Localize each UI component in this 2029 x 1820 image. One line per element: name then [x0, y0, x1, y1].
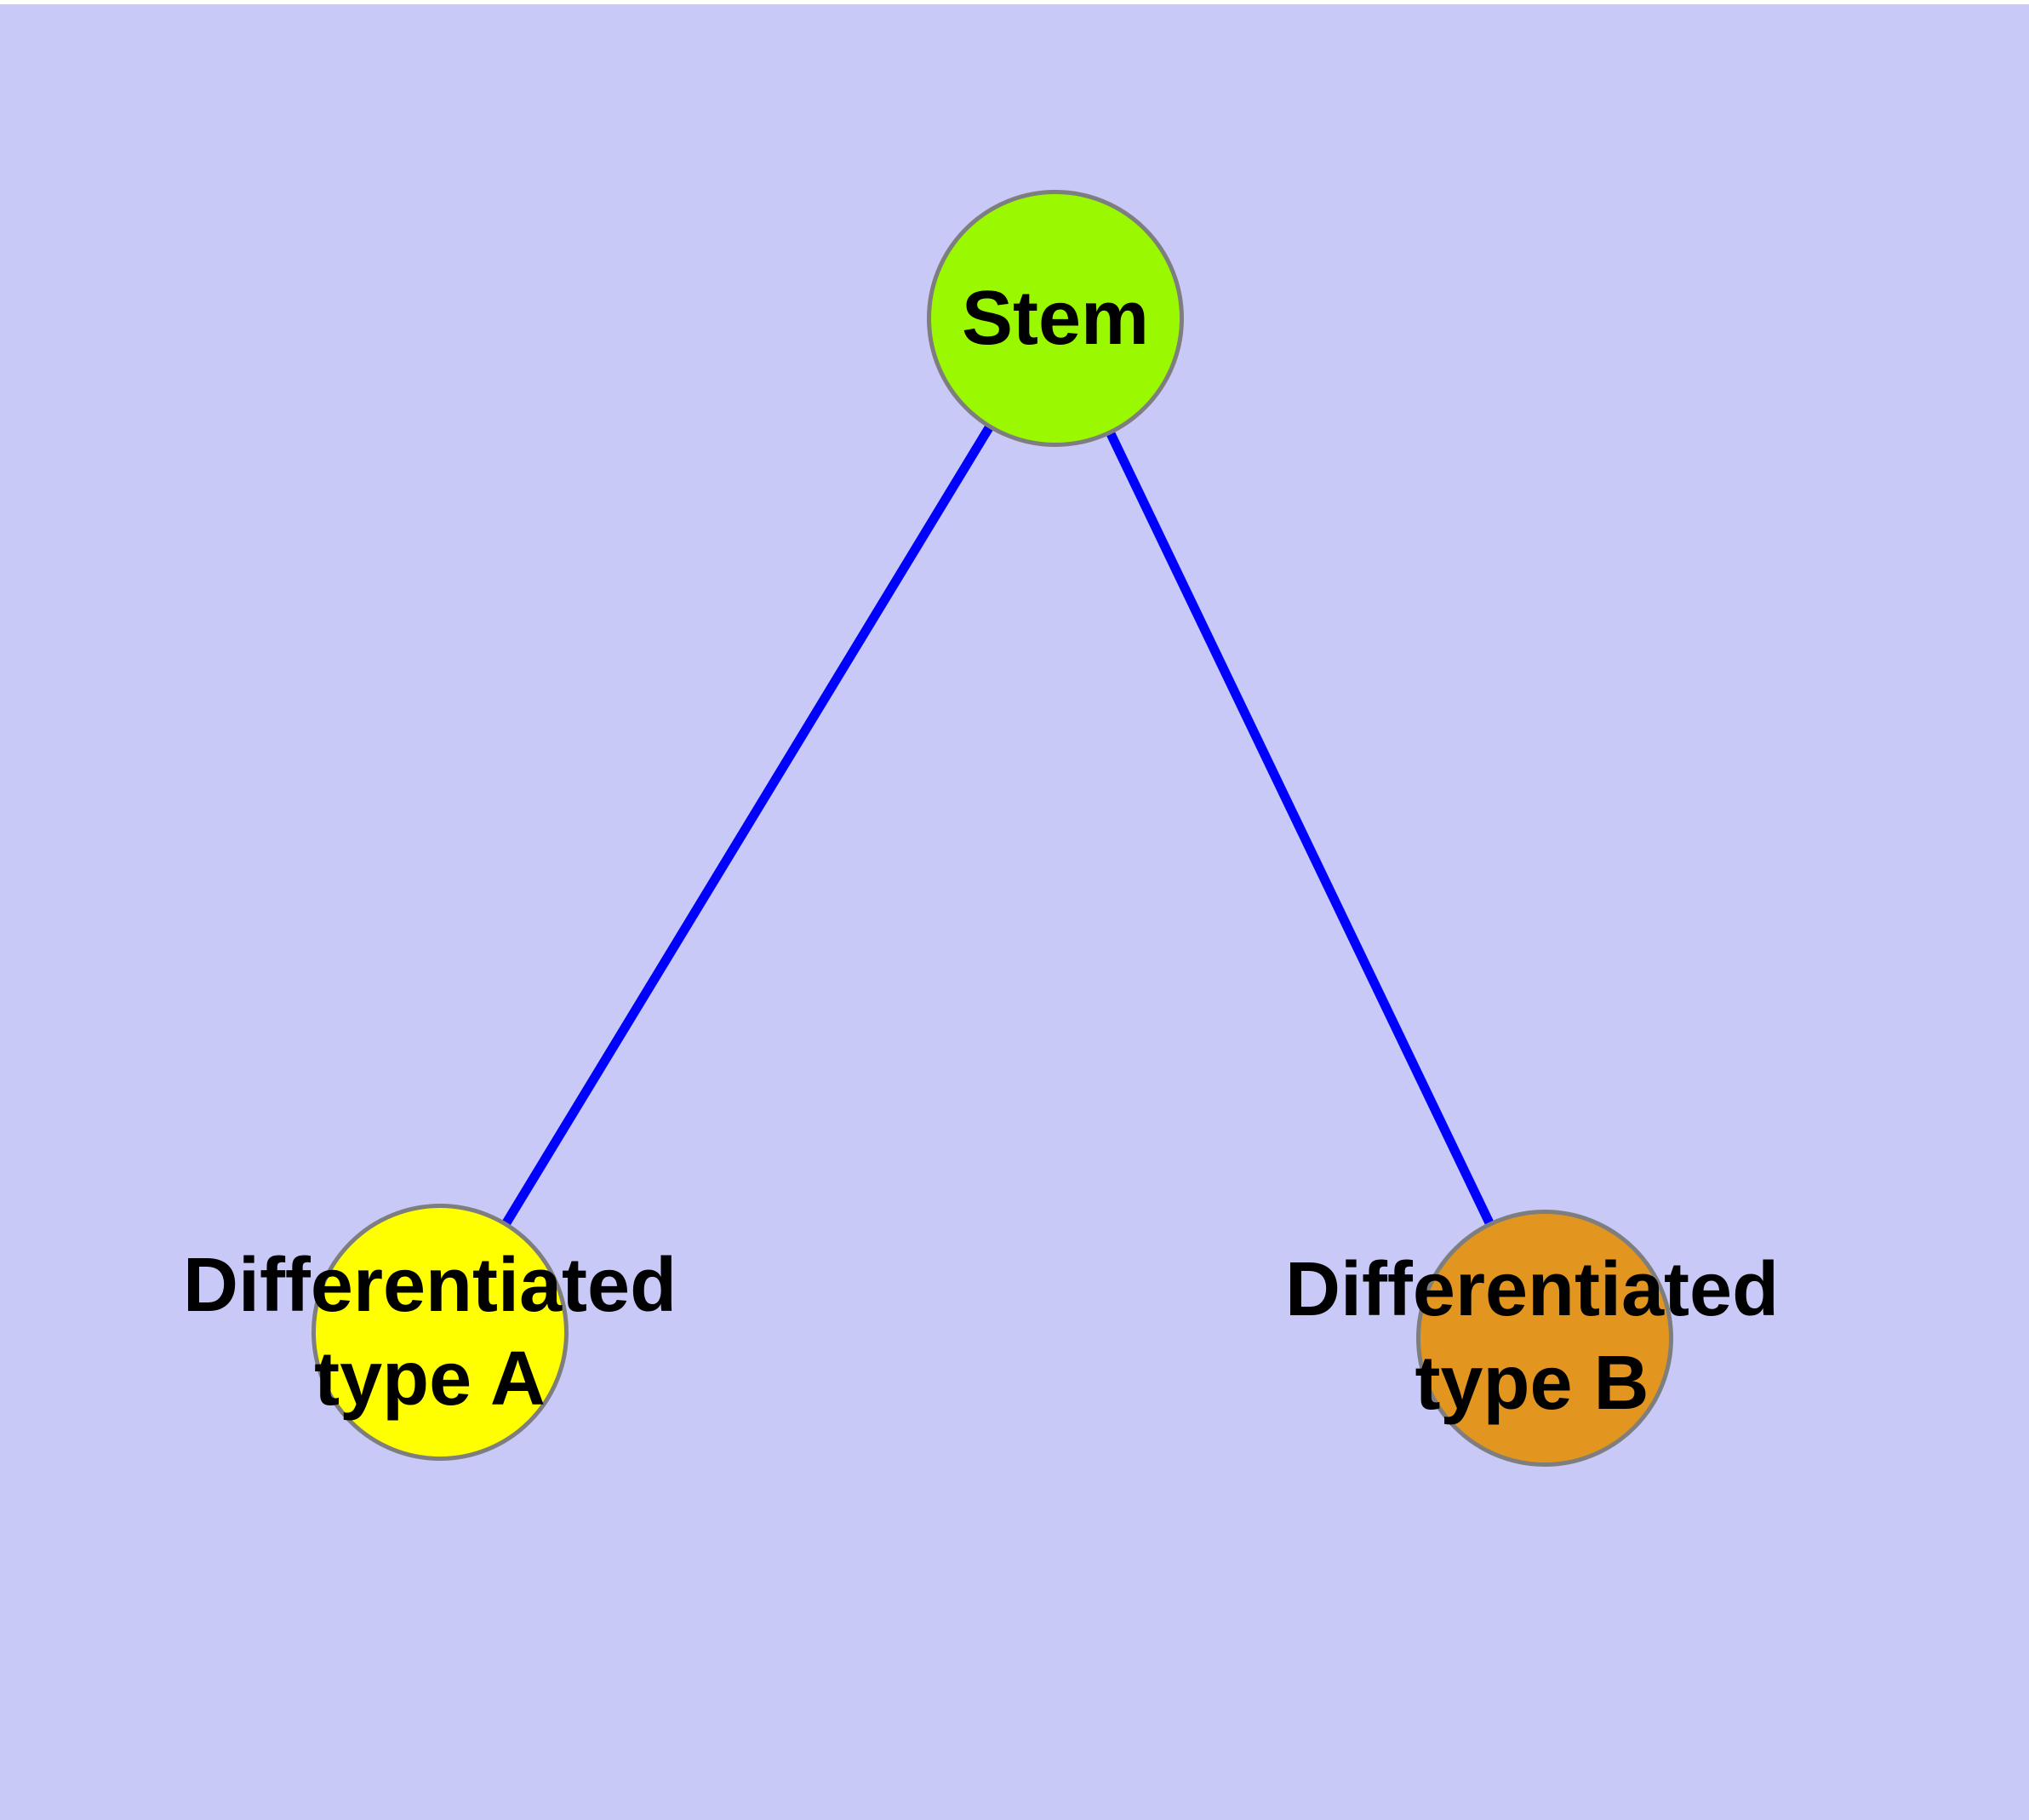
node-stem-label: Stem	[962, 272, 1149, 365]
node-type-a-label-line-1: Differentiated	[182, 1243, 677, 1328]
node-type-b-label: Differentiated type B	[1285, 1243, 1779, 1430]
edge-stem-to-type-b	[1051, 316, 1549, 1341]
node-stem	[927, 190, 1184, 447]
node-type-a-label-line-2: type A	[314, 1336, 546, 1422]
node-type-b	[1416, 1210, 1673, 1467]
node-type-a	[311, 1204, 569, 1461]
node-stem-label-text: Stem	[961, 276, 1150, 361]
node-type-b-label-line-2: type B	[1415, 1341, 1649, 1426]
node-type-a-label: Differentiated type A	[183, 1239, 677, 1426]
node-type-b-label-line-1: Differentiated	[1284, 1247, 1780, 1332]
canvas-top-edge	[0, 0, 2029, 4]
edge-stem-to-type-a	[436, 316, 1060, 1335]
